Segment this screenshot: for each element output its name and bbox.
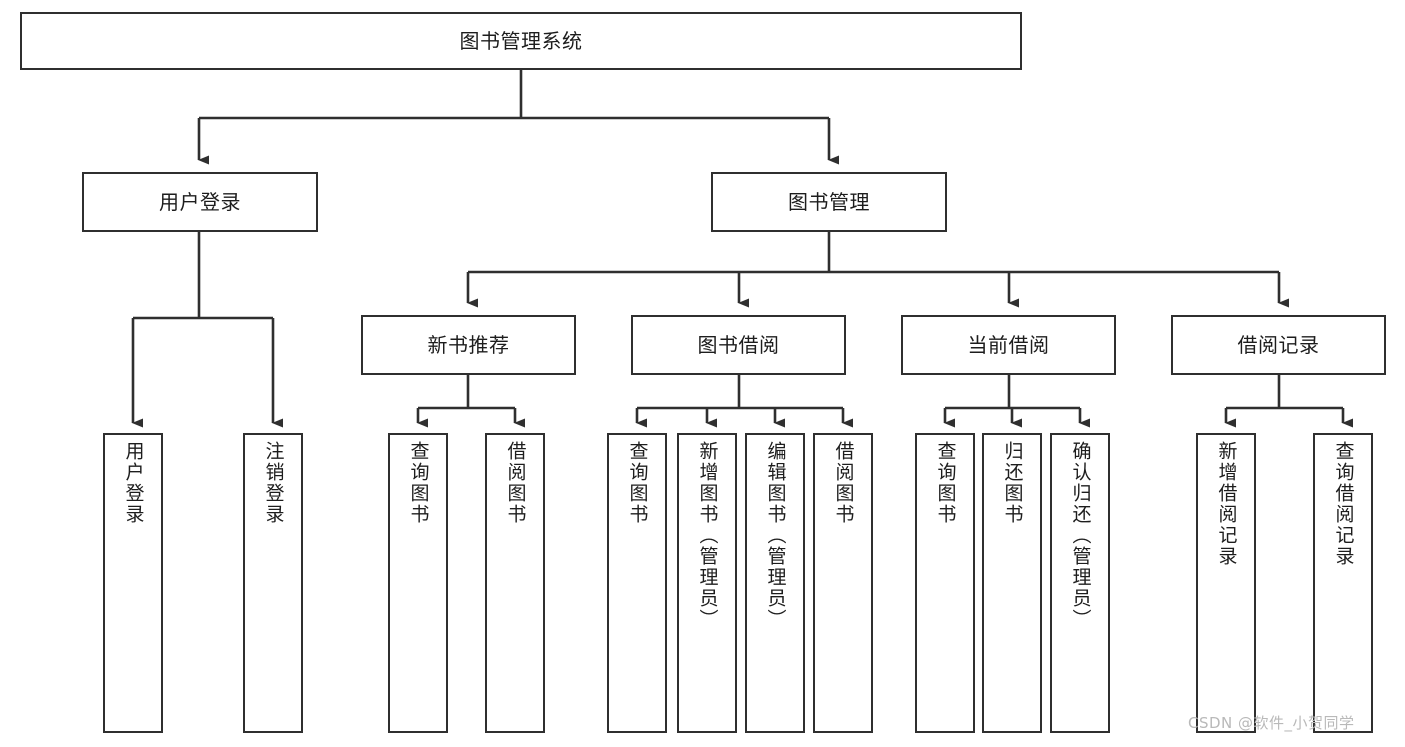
node-label: 借阅图书 bbox=[832, 441, 855, 525]
node-label: 借阅记录 bbox=[1237, 332, 1320, 357]
leaf-borrow-edit-book[interactable]: 编辑图书（管理员） bbox=[745, 433, 805, 733]
node-label: 新增图书（管理员） bbox=[696, 441, 719, 630]
node-label: 查询图书 bbox=[407, 441, 430, 525]
node-label: 查询借阅记录 bbox=[1332, 441, 1355, 567]
node-label: 图书管理系统 bbox=[459, 28, 583, 53]
node-label: 新增借阅记录 bbox=[1215, 441, 1238, 567]
leaf-current-confirm-return[interactable]: 确认归还（管理员） bbox=[1050, 433, 1110, 733]
node-label: 注销登录 bbox=[262, 441, 285, 525]
node-label: 图书借阅 bbox=[697, 332, 780, 357]
leaf-recommend-borrow-book[interactable]: 借阅图书 bbox=[485, 433, 545, 733]
node-label: 确认归还（管理员） bbox=[1069, 441, 1092, 630]
node-label: 用户登录 bbox=[159, 189, 241, 214]
node-current-borrow[interactable]: 当前借阅 bbox=[901, 315, 1116, 375]
leaf-recommend-query-book[interactable]: 查询图书 bbox=[388, 433, 448, 733]
leaf-current-query-book[interactable]: 查询图书 bbox=[915, 433, 975, 733]
leaf-borrow-borrow-book[interactable]: 借阅图书 bbox=[813, 433, 873, 733]
node-label: 新书推荐 bbox=[427, 332, 510, 357]
node-root-system[interactable]: 图书管理系统 bbox=[20, 12, 1022, 70]
node-label: 编辑图书（管理员） bbox=[764, 441, 787, 630]
node-label: 借阅图书 bbox=[504, 441, 527, 525]
leaf-borrow-query-book[interactable]: 查询图书 bbox=[607, 433, 667, 733]
node-borrow-record[interactable]: 借阅记录 bbox=[1171, 315, 1386, 375]
leaf-record-query-record[interactable]: 查询借阅记录 bbox=[1313, 433, 1373, 733]
leaf-borrow-add-book[interactable]: 新增图书（管理员） bbox=[677, 433, 737, 733]
leaf-current-return-book[interactable]: 归还图书 bbox=[982, 433, 1042, 733]
node-label: 查询图书 bbox=[934, 441, 957, 525]
leaf-user-login-signout[interactable]: 注销登录 bbox=[243, 433, 303, 733]
leaf-record-add-record[interactable]: 新增借阅记录 bbox=[1196, 433, 1256, 733]
leaf-user-login-signin[interactable]: 用户登录 bbox=[103, 433, 163, 733]
node-user-login[interactable]: 用户登录 bbox=[82, 172, 318, 232]
csdn-watermark: CSDN @软件_小贺同学 bbox=[1188, 714, 1355, 732]
node-label: 归还图书 bbox=[1001, 441, 1024, 525]
node-new-book-recommend[interactable]: 新书推荐 bbox=[361, 315, 576, 375]
node-book-borrow[interactable]: 图书借阅 bbox=[631, 315, 846, 375]
node-label: 用户登录 bbox=[122, 441, 145, 525]
node-book-management[interactable]: 图书管理 bbox=[711, 172, 947, 232]
node-label: 图书管理 bbox=[788, 189, 870, 214]
node-label: 查询图书 bbox=[626, 441, 649, 525]
node-label: 当前借阅 bbox=[967, 332, 1050, 357]
